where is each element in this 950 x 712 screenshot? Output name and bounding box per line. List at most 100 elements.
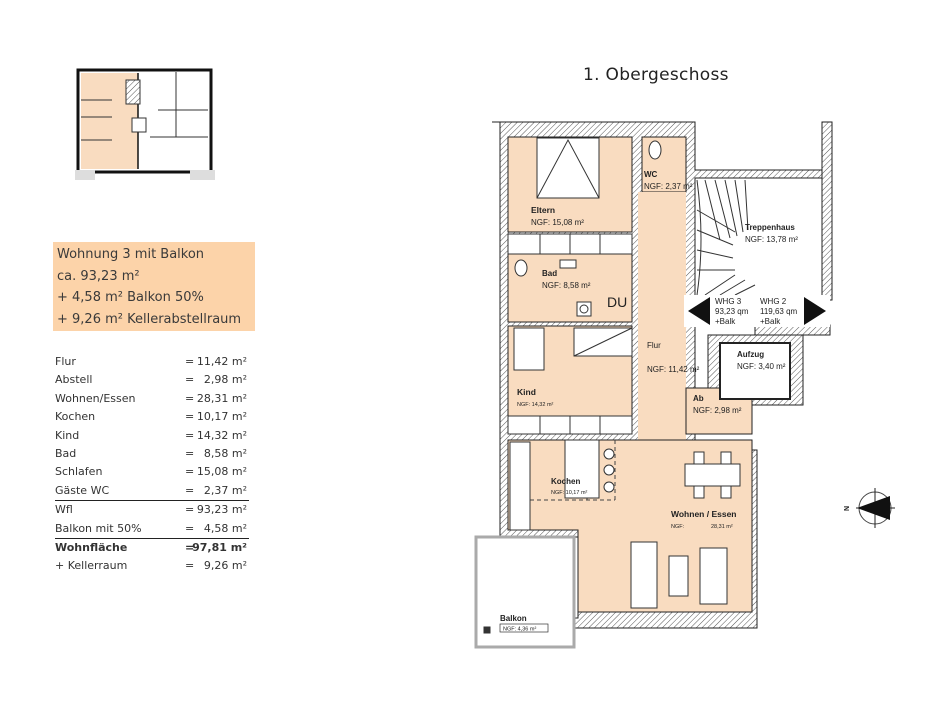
room-labels: Eltern NGF: 15,08 m² WC NGF: 2,37 m² Tre…	[499, 170, 798, 633]
area-row: Kind =14,32 m²	[55, 427, 249, 445]
room-area: NGF: 14,32 m²	[517, 402, 554, 408]
summary-line: + 9,26 m² Kellerabstellraum	[57, 311, 242, 327]
unit-extra: +Balk	[760, 317, 781, 326]
staircase	[696, 179, 756, 296]
area-row-total: Wohnfläche =97,81 m²	[55, 537, 249, 557]
sofa	[630, 541, 658, 609]
room-name: Eltern	[531, 205, 555, 215]
area-eq: =	[185, 410, 195, 424]
area-value: 93,23 m²	[196, 503, 247, 517]
area-row: Wohnen/Essen =28,31 m²	[55, 390, 249, 408]
room-name: DU	[607, 294, 627, 310]
room-name: Ab	[693, 394, 704, 403]
area-value: 8,58 m²	[203, 446, 247, 460]
unit-area: 119,63 qm	[760, 307, 798, 316]
area-row: Gäste WC=2,37 m²	[55, 482, 249, 500]
north-arrow-icon: N	[844, 488, 895, 528]
room-name: Wohnen / Essen	[671, 509, 737, 519]
area-eq: =	[185, 521, 195, 535]
area-label: Bad	[55, 446, 77, 460]
area-eq: =	[185, 503, 195, 517]
area-value: 9,26 m²	[203, 559, 247, 573]
area-eq: =	[185, 483, 195, 497]
room-area: NGF: 15,08 m²	[531, 218, 584, 227]
area-row: Abstell=2,98 m²	[55, 371, 249, 389]
key-plan-thumbnail	[75, 68, 215, 180]
toilet	[514, 259, 528, 277]
area-eq: =	[185, 559, 195, 573]
room-name: Treppenhaus	[745, 223, 795, 232]
area-label: Wfl	[55, 503, 73, 517]
unit-indicator: WHG 3 93,23 qm +Balk WHG 2 119,63 qm +Ba…	[684, 295, 830, 327]
room-treppenhaus	[694, 177, 823, 297]
room-name: Kind	[517, 387, 536, 397]
area-eq: =	[185, 540, 195, 554]
room-area: NGF: 4,36 m²	[503, 627, 536, 633]
room-balkon	[474, 535, 576, 649]
area-value: 14,32 m²	[196, 428, 247, 442]
room-area-label: NGF:	[671, 524, 685, 530]
area-eq: =	[185, 428, 195, 442]
room-area: NGF: 2,37 m²	[644, 182, 693, 191]
area-value: 97,81 m²	[192, 540, 247, 554]
area-value: 10,17 m²	[196, 410, 247, 424]
area-label: Wohnfläche	[55, 540, 128, 554]
washing-machine	[576, 301, 592, 317]
area-row: Bad = 8,58 m²	[55, 445, 249, 463]
area-label: Kochen	[55, 410, 96, 424]
summary-line: ca. 93,23 m²	[57, 268, 140, 284]
toilet	[648, 140, 662, 160]
sink	[559, 259, 577, 269]
area-eq: =	[185, 373, 195, 387]
area-table: Flur=11,42 m² Abstell=2,98 m² Wohnen/Ess…	[55, 353, 249, 576]
room-area: NGF: 11,42 m²	[647, 365, 700, 374]
arrow-left-icon	[688, 297, 710, 325]
summary-line: + 4,58 m² Balkon 50%	[57, 290, 204, 305]
area-value: 2,37 m²	[203, 483, 247, 497]
area-eq: =	[185, 391, 195, 405]
room-name: Flur	[647, 341, 661, 350]
area-label: Balkon mit 50%	[55, 521, 142, 535]
unit-area: 93,23 qm	[715, 307, 749, 316]
page-title: 1. Obergeschoss	[583, 65, 729, 85]
armchair	[699, 547, 728, 605]
arrow-right-icon	[804, 297, 826, 325]
room-area: NGF: 8,58 m²	[542, 281, 591, 290]
area-value: 28,31 m²	[196, 391, 247, 405]
room-area: NGF: 10,17 m²	[551, 490, 588, 496]
area-row: + Kellerraum = 9,26 m²	[55, 557, 249, 575]
area-eq: =	[185, 355, 195, 368]
unit-name: WHG 3	[715, 297, 742, 306]
area-row: Flur =11,42 m²	[55, 353, 249, 371]
desk	[513, 327, 545, 371]
area-row: Schlafen=15,08 m²	[55, 463, 249, 481]
area-label: + Kellerraum	[55, 559, 128, 573]
unit-extra: +Balk	[715, 317, 736, 326]
area-label: Schlafen	[55, 465, 103, 479]
area-label: Abstell	[55, 373, 93, 387]
area-label: Wohnen/Essen	[55, 391, 136, 405]
room-area: NGF: 3,40 m²	[737, 362, 786, 371]
area-row: Balkon mit 50% = 4,58 m²	[55, 520, 249, 538]
apartment-summary: Wohnung 3 mit Balkon ca. 93,23 m² + 4,58…	[53, 242, 255, 331]
room-name: WC	[644, 170, 658, 179]
unit-name: WHG 2	[760, 297, 787, 306]
room-name: Balkon	[500, 614, 527, 623]
room-name: Aufzug	[737, 350, 764, 359]
area-value: 15,08 m²	[196, 465, 247, 479]
coffee-table	[668, 555, 689, 597]
dining-table	[684, 463, 741, 487]
kitchen-island	[564, 439, 600, 499]
area-value: 11,42 m²	[196, 355, 247, 368]
area-row: Wfl =93,23 m²	[55, 500, 249, 519]
area-eq: =	[185, 446, 195, 460]
area-value: 4,58 m²	[203, 521, 247, 535]
room-name: Kochen	[551, 477, 580, 486]
room-flur	[638, 192, 686, 440]
summary-line: Wohnung 3 mit Balkon	[57, 247, 205, 262]
area-label: Flur	[55, 355, 76, 368]
area-label: Kind	[55, 428, 80, 442]
room-area: 28,31 m²	[711, 524, 733, 530]
room-area: NGF: 13,78 m²	[745, 235, 798, 244]
